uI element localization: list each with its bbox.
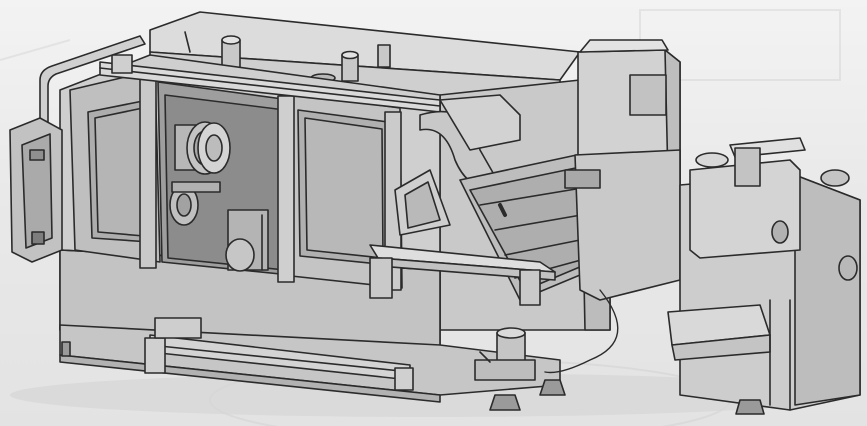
top-rail — [99, 54, 441, 113]
door-frame-right — [277, 95, 295, 283]
coolant-pump — [474, 327, 536, 381]
door-frame-left — [139, 77, 157, 269]
left-enclosure-door — [69, 69, 161, 269]
control-tower — [564, 39, 681, 301]
aux-port — [838, 255, 858, 281]
lower-chuck — [169, 181, 221, 226]
cable-loop — [544, 289, 619, 374]
levelling-feet — [61, 341, 765, 415]
auxiliary-unit — [667, 137, 861, 411]
operator-pendant — [9, 35, 146, 263]
spindle-chuck — [174, 121, 231, 175]
tower-label-plate — [564, 169, 601, 189]
right-enclosure-door — [277, 91, 403, 291]
aux-cap — [695, 152, 729, 168]
chip-chute — [394, 169, 507, 236]
turret — [225, 209, 269, 272]
pendant-handle — [31, 231, 45, 245]
top-knob-right — [377, 44, 391, 68]
base-frame — [59, 317, 561, 403]
front-shelf — [369, 244, 556, 306]
work-area — [157, 81, 291, 276]
